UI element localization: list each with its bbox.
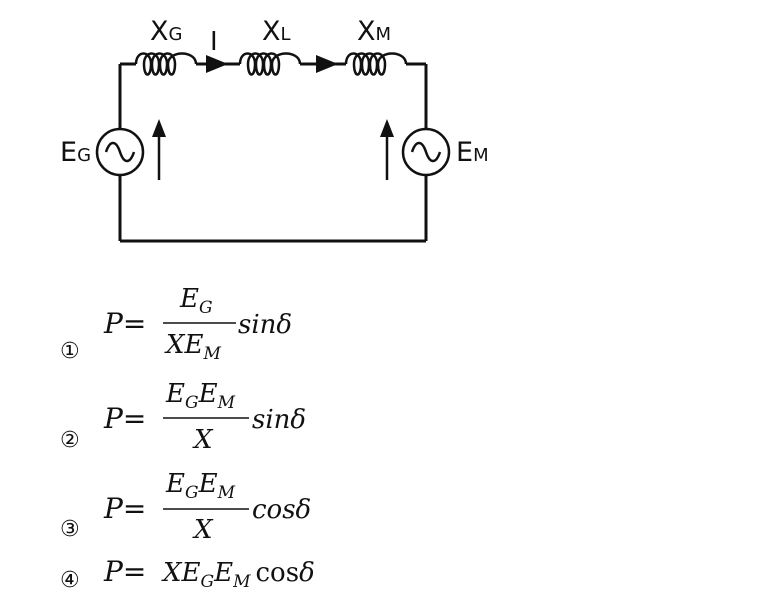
option-3-tail: cosδ [252,495,311,525]
option-2-number: ② [60,428,80,453]
option-2-denominator: X [192,425,214,455]
option-1-denominator: XEM [164,330,222,364]
option-1[interactable]: ① P= EG XEM sinδ [60,284,292,364]
option-1-number: ① [60,339,80,364]
source-em-circle [401,127,451,177]
label-xg: XG [150,16,182,47]
option-2-tail: sinδ [252,405,306,435]
option-2-numerator: EGEM [165,379,236,413]
inductor-xm-coil [344,52,408,76]
circuit-diagram [95,52,451,243]
source-em-sine [410,141,442,163]
option-3-number: ③ [60,517,80,542]
option-3-lhs: P= [103,492,146,525]
option-3[interactable]: ③ P= EGEM X cosδ [60,469,311,545]
option-1-tail: sinδ [238,310,292,340]
inductor-xl-coil [238,52,302,76]
option-4-lhs: P= [103,555,146,588]
label-xl: XL [262,16,291,47]
voltage-arrow-em-head [380,119,394,137]
option-3-denominator: X [192,515,214,545]
option-3-numerator: EGEM [165,469,236,503]
option-2-lhs: P= [103,402,146,435]
arrowheads [152,55,394,137]
inductor-xg-coil [134,52,198,76]
current-arrow-2-head [316,55,338,73]
source-eg-circle [95,127,145,177]
option-1-numerator: EG [179,284,213,318]
label-xm: XM [357,16,391,47]
label-current: I [210,27,218,57]
label-em: EM [456,137,489,168]
option-1-lhs: P= [103,307,146,340]
source-eg-sine [104,141,136,163]
option-2[interactable]: ② P= EGEM X sinδ [60,379,306,455]
option-4-number: ④ [60,568,80,593]
voltage-arrow-eg-head [152,119,166,137]
current-arrow-1-head [206,55,228,73]
label-eg: EG [60,137,91,168]
